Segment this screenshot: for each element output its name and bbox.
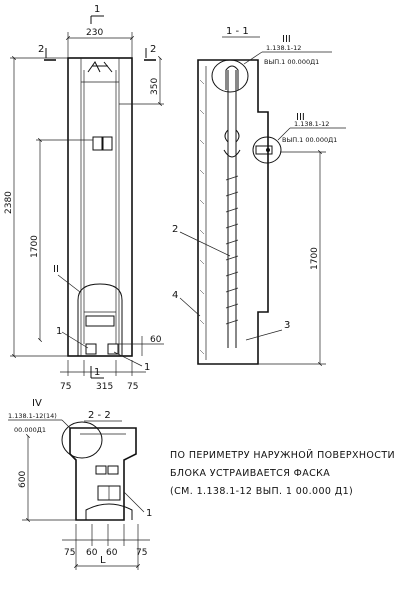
detail-iii-mid-ref-1: 1.138.1-12 — [294, 120, 329, 128]
callout-3: 3 — [284, 320, 290, 331]
callout-2-leader — [179, 231, 231, 257]
callout-4: 4 — [172, 290, 178, 301]
lifting-loop-1-1 — [225, 65, 239, 90]
callout-left-1: 1 — [56, 326, 62, 337]
section-1-1: 1 - 1 III 1.138.1-12 В — [172, 26, 346, 366]
dim-bottom-left: 75 — [60, 382, 71, 392]
dim-1-1-height: 1700 — [310, 247, 320, 270]
embedded-part-1-1 — [255, 145, 273, 155]
embedded-plate-left — [92, 136, 103, 151]
dim-2-2-height: 600 — [18, 471, 28, 488]
note-line-2: БЛОКА УСТРАИВАЕТСЯ ФАСКА — [170, 468, 330, 479]
bottom-insert-left — [85, 343, 97, 355]
detail-ii-outline — [77, 283, 123, 356]
section-2-2-base — [85, 503, 133, 520]
dim-top-offset: 350 — [150, 78, 160, 95]
section-2-2-title: 2 - 2 — [88, 410, 111, 421]
dim-total-height: 2380 — [4, 191, 14, 214]
callout-4-leader — [179, 297, 201, 317]
cut-mark-right: 2 — [150, 44, 156, 55]
note-line-3: (СМ. 1.138.1-12 ВЫП. 1 00.000 Д1) — [170, 486, 353, 497]
detail-iii-top-leader — [243, 51, 263, 65]
detail-iv-circle — [61, 421, 103, 459]
detail-iii-top-ref-2: ВЫП.1 00.000Д1 — [264, 58, 319, 66]
block-outline — [67, 57, 133, 357]
front-view: 1 230 2 2 2380 1700 350 60 II 1 — [4, 4, 164, 392]
detail-ii-leader — [57, 274, 81, 293]
embedded-plate-right — [102, 136, 113, 151]
dim-bottom-center: 315 — [96, 382, 113, 392]
rebar-stirrups — [225, 175, 239, 325]
detail-iv-leader — [61, 419, 71, 429]
embedded-part-dot — [266, 148, 270, 152]
dim-bottom-offset: 60 — [150, 335, 162, 345]
section-1-1-title: 1 - 1 — [226, 26, 249, 37]
callout-2: 2 — [172, 224, 178, 235]
dim-2-2-b3: 60 — [106, 548, 118, 558]
detail-iv-ref-2: 00.000Д1 — [14, 426, 46, 434]
bottom-plate — [85, 315, 115, 327]
dim-mid-height: 1700 — [30, 235, 40, 258]
section-2-2-plate-right — [107, 465, 119, 475]
section-2-2-plate-left — [95, 465, 107, 475]
cut-mark-left: 2 — [38, 44, 44, 55]
concrete-hatch — [199, 79, 205, 355]
section-mark-bottom: 1 — [94, 367, 100, 378]
dim-2-2-length: L — [100, 555, 106, 566]
detail-iii-mid-ref-2: ВЫП.1 00.000Д1 — [282, 136, 337, 144]
callout-3-leader — [245, 329, 283, 341]
section-2-2: 2 - 2 IV 1.138.1-12(14) 00.000Д1 600 1 7… — [8, 398, 152, 570]
lifting-loop-top — [87, 61, 113, 73]
detail-iii-mid-mark: III — [296, 112, 305, 123]
dim-2-2-b1: 75 — [64, 548, 75, 558]
detail-iii-mid-circle — [252, 136, 282, 164]
detail-ii-mark: II — [53, 264, 59, 275]
loop-bottom — [223, 149, 241, 158]
callout-right-1: 1 — [144, 362, 150, 373]
callout-left-leader — [61, 331, 89, 349]
section-2-2-callout-1: 1 — [146, 508, 152, 519]
section-1-1-outline — [197, 59, 269, 365]
dim-bottom-right: 75 — [127, 382, 138, 392]
detail-iii-mid-leader — [277, 127, 291, 141]
dim-top-width: 230 — [86, 28, 103, 38]
dim-2-2-b4: 75 — [136, 548, 147, 558]
detail-iii-top-ref-1: 1.138.1-12 — [266, 44, 301, 52]
dim-2-2-b2: 60 — [86, 548, 98, 558]
hook-mid — [224, 129, 240, 143]
section-2-2-callout-leader — [123, 491, 145, 513]
detail-iv-mark: IV — [32, 398, 42, 409]
note-line-1: ПО ПЕРИМЕТРУ НАРУЖНОЙ ПОВЕРХНОСТИ — [170, 449, 395, 461]
general-note: ПО ПЕРИМЕТРУ НАРУЖНОЙ ПОВЕРХНОСТИ БЛОКА … — [170, 449, 395, 497]
bottom-insert-right — [107, 343, 119, 355]
callout-right-leader — [113, 351, 143, 367]
detail-iv-ref-1: 1.138.1-12(14) — [8, 412, 57, 420]
detail-iii-top-circle — [211, 59, 249, 93]
section-mark-top: 1 — [94, 4, 100, 15]
detail-iii-top-mark: III — [282, 34, 291, 45]
